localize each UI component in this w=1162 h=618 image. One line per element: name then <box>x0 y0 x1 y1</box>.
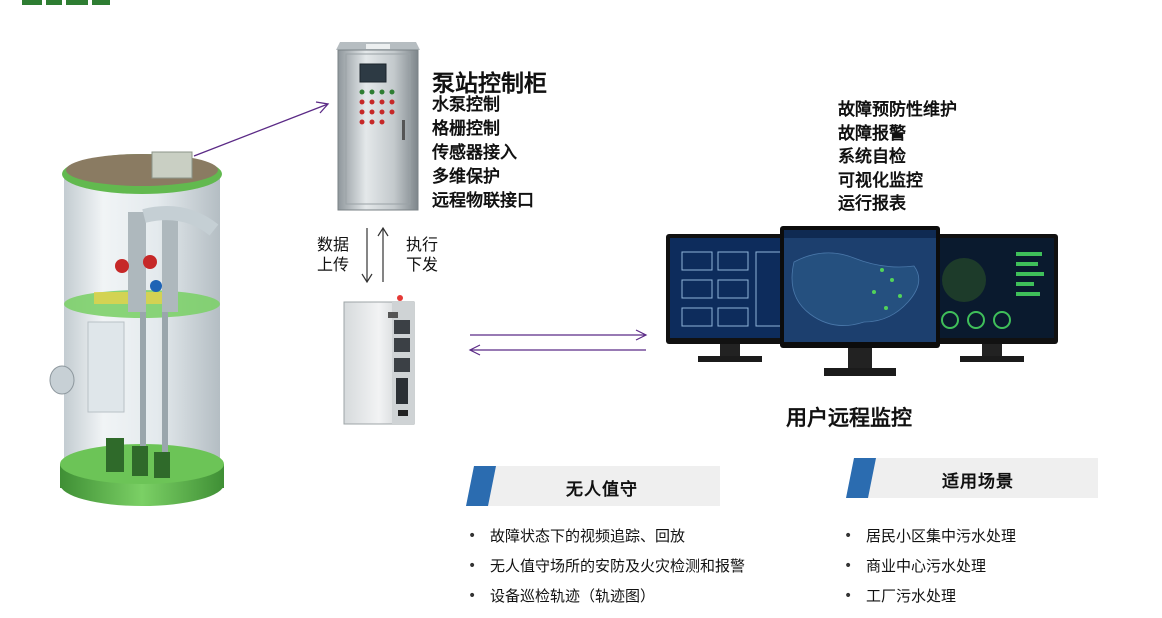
monitor-caption: 用户远程监控 <box>786 402 912 432</box>
remote-feature: 可视化监控 <box>838 170 923 194</box>
pump-to-cabinet-arrow <box>190 96 340 160</box>
unattended-list: 故障状态下的视频追踪、回放 无人值守场所的安防及火灾检测和报警 设备巡检轨迹（轨… <box>466 521 745 611</box>
header-accent-tab <box>846 458 876 498</box>
iot-gateway-illustration <box>340 292 424 426</box>
header-accent-tab <box>466 466 496 506</box>
cabinet-feature: 传感器接入 <box>432 141 517 165</box>
cabinet-feature: 水泵控制 <box>432 93 500 117</box>
list-item: 无人值守场所的安防及火灾检测和报警 <box>466 551 745 581</box>
pump-station-illustration <box>44 146 240 530</box>
list-item: 居民小区集中污水处理 <box>842 521 1016 551</box>
list-item: 工厂污水处理 <box>842 581 1016 611</box>
list-item: 设备巡检轨迹（轨迹图） <box>466 581 745 611</box>
unattended-title: 无人值守 <box>566 475 638 500</box>
remote-feature: 故障预防性维护 <box>838 99 957 123</box>
gateway-monitor-arrows <box>466 326 650 360</box>
cabinet-feature: 格栅控制 <box>432 117 500 141</box>
scenes-title: 适用场景 <box>942 467 1014 492</box>
corner-logo-fragment <box>22 0 114 6</box>
remote-feature: 系统自检 <box>838 146 906 170</box>
scenes-list: 居民小区集中污水处理 商业中心污水处理 工厂污水处理 <box>842 521 1016 611</box>
control-cabinet-illustration <box>336 40 420 212</box>
list-item: 商业中心污水处理 <box>842 551 1016 581</box>
unattended-header: 无人值守 <box>466 466 720 506</box>
remote-feature: 运行报表 <box>838 193 906 217</box>
monitor-screens-illustration <box>664 222 1060 388</box>
scenes-header: 适用场景 <box>846 458 1098 498</box>
upload-label: 数据上传 <box>314 235 352 275</box>
data-flow-arrows <box>352 224 398 286</box>
remote-feature: 故障报警 <box>838 123 906 147</box>
cabinet-feature: 远程物联接口 <box>432 189 534 213</box>
execute-label: 执行下发 <box>403 235 441 275</box>
cabinet-feature: 多维保护 <box>432 165 500 189</box>
list-item: 故障状态下的视频追踪、回放 <box>466 521 745 551</box>
